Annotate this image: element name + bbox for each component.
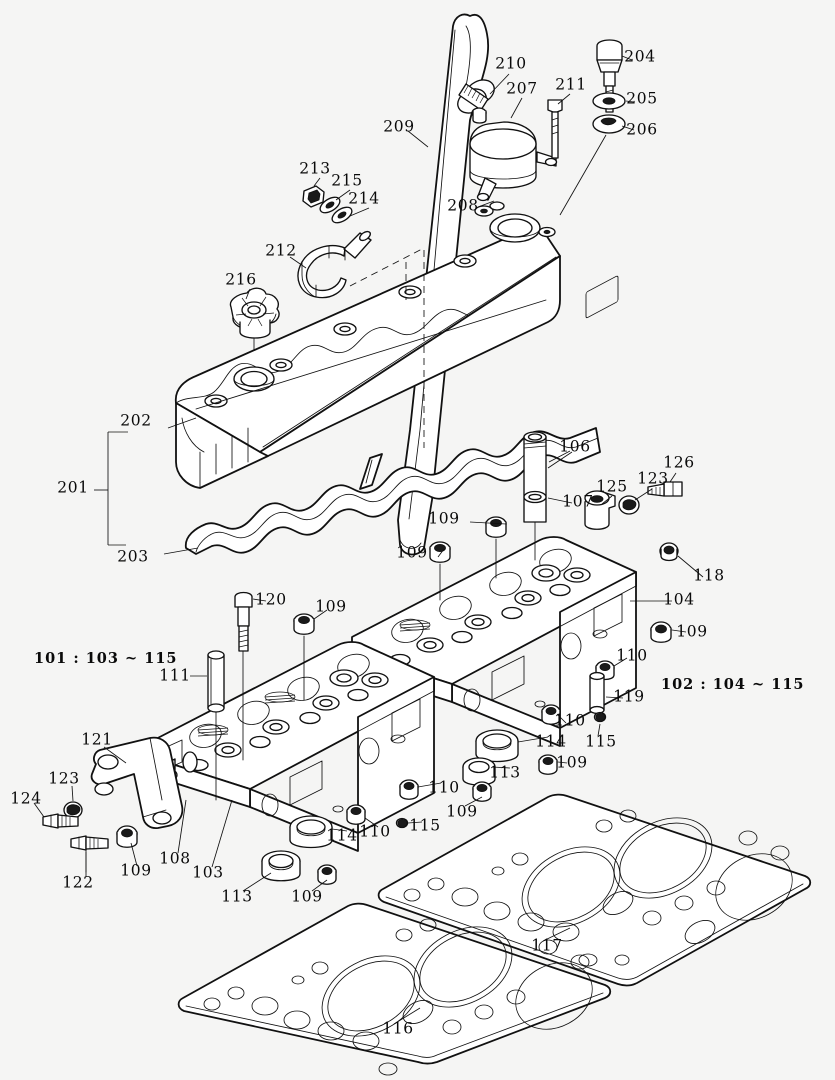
part-109-plug-front-c: [317, 864, 337, 885]
part-124-bolt: [42, 813, 79, 829]
callout-113-valve-guide: 113: [489, 763, 521, 782]
part-110-plug-front-b: [346, 804, 366, 825]
part-109-plug-front-top: [293, 613, 315, 701]
part-125-bushing: [584, 490, 616, 530]
part-123-lock-washer-rear: [618, 495, 640, 515]
part-120-head-bolt: [234, 591, 253, 761]
callout-122-bolt: 122: [62, 873, 94, 892]
callout-109-plug: 109: [556, 753, 588, 772]
callout-109-plug: 109: [676, 622, 708, 641]
callout-114-valve-seat: 114: [535, 732, 567, 751]
callout-106-injector-sleeve: 106: [559, 437, 591, 456]
part-210-hose-clamp: [457, 79, 495, 124]
part-117-head-gasket-rear: [377, 793, 812, 987]
callout-212-clamp-bracket: 212: [265, 241, 297, 260]
callout-103-cylinder-head-front: 103: [192, 863, 224, 882]
callout-206-seal-washer: 206: [626, 120, 658, 139]
callout-125-bushing: 125: [596, 477, 628, 496]
callout-214-spacer: 214: [348, 189, 380, 208]
part-202-valve-cover: [174, 201, 561, 489]
callout-119-dowel-pin: 119: [613, 687, 645, 706]
callout-215-washer: 215: [331, 171, 363, 190]
part-110-plug-rear-b: [541, 704, 561, 725]
callout-110-plug: 110: [554, 711, 586, 730]
callout-111-valve-guide-long: 111: [159, 666, 191, 685]
callout-204-oil-filler-plug: 204: [624, 47, 656, 66]
callout-118-plug: 118: [693, 566, 725, 585]
callout-110-plug: 110: [359, 822, 391, 841]
part-109-plug-rear-lower: [538, 754, 558, 775]
callout-113-valve-guide: 113: [221, 887, 253, 906]
callout-120-head-bolt: 120: [255, 590, 287, 609]
callout-202-valve-cover: 202: [120, 411, 152, 430]
callout-216-oil-filler-cap: 216: [225, 270, 257, 289]
part-109-plug-rear-right: [650, 621, 672, 643]
callout-108-water-outlet-port: 108: [159, 849, 191, 868]
part-110-plug-front-a: [399, 779, 419, 800]
callout-126-bolt: 126: [663, 453, 695, 472]
callout-104-cylinder-head-rear: 104: [663, 590, 695, 609]
callout-205-washer: 205: [626, 89, 658, 108]
callout-110-plug: 110: [616, 646, 648, 665]
callout-109-plug: 109: [120, 861, 152, 880]
part-207-breather-body: [469, 121, 558, 202]
part-115-plug-rear: [593, 711, 607, 723]
callout-211-bolt: 211: [555, 75, 587, 94]
callout-109-plug: 109: [291, 887, 323, 906]
callout-114-valve-seat: 114: [326, 826, 358, 845]
callout-210-hose-clamp: 210: [495, 54, 527, 73]
callout-110-plug: 110: [428, 778, 460, 797]
part-115-plug-front: [395, 817, 409, 829]
callout-213-nut: 213: [299, 159, 331, 178]
callout-207-breather-body: 207: [506, 79, 538, 98]
part-109-plug-front-d: [472, 781, 492, 802]
note-101: 101 : 103 ~ 115: [34, 650, 178, 667]
callout-109-plug: 109: [315, 597, 347, 616]
part-111-valve-guide-long: [207, 650, 225, 801]
part-114-valve-seat-rear: [475, 729, 519, 763]
part-107-o-ring: [523, 490, 547, 504]
note-102: 102 : 104 ~ 115: [661, 676, 805, 693]
part-118-plug: [659, 542, 679, 562]
part-215-washer: [319, 196, 341, 214]
callout-208-gasket: 208: [447, 196, 479, 215]
part-109-plug-top-b: [485, 516, 507, 579]
part-205-washer: [592, 92, 626, 110]
part-212-clamp-bracket: [297, 230, 372, 299]
callout-109-plug: 109: [446, 802, 478, 821]
part-216-oil-filler-cap: [229, 287, 280, 379]
part-119-dowel-pin: [589, 671, 605, 715]
part-214-spacer: [331, 206, 353, 224]
part-213-nut: [302, 185, 325, 208]
callout-116-head-gasket-front: 116: [382, 1019, 414, 1038]
callout-124-bolt: 124: [10, 789, 42, 808]
part-121-lifting-bracket: [90, 736, 184, 830]
callout-117-head-gasket-rear: 117: [531, 936, 563, 955]
callout-109-plug: 109: [396, 543, 428, 562]
callout-107-o-ring: 107: [562, 492, 594, 511]
callout-209-breather-hose: 209: [383, 117, 415, 136]
callout-121-lifting-bracket: 121: [81, 730, 113, 749]
part-211-bolt: [547, 99, 563, 159]
part-206-seal-washer: [592, 114, 626, 134]
callout-123-lock-washer: 123: [637, 469, 669, 488]
part-114-valve-seat-front: [289, 815, 333, 849]
callout-201-cover-assembly: 201: [57, 478, 89, 497]
part-113-valve-guide-front: [261, 850, 301, 882]
part-203-valve-cover-gasket: [184, 427, 601, 555]
callout-203-cover-gasket: 203: [117, 547, 149, 566]
callout-123-lock-washer: 123: [48, 769, 80, 788]
callout-115-plug: 115: [409, 816, 441, 835]
callout-109-plug: 109: [428, 509, 460, 528]
part-116-head-gasket-front: [177, 902, 612, 1076]
leader-lines: [33, 55, 704, 1025]
part-109-plug-front-left: [116, 825, 138, 848]
callout-115-plug: 115: [585, 732, 617, 751]
